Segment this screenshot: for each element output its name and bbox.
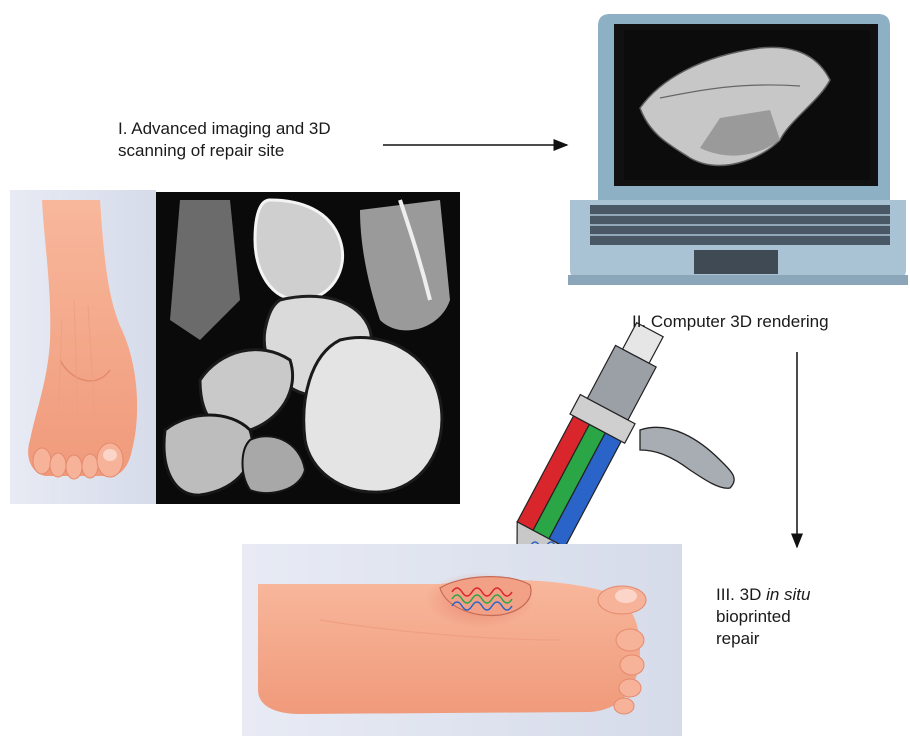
step3-italic: in situ bbox=[766, 585, 810, 604]
laptop-icon bbox=[568, 14, 908, 285]
step3-label: III. 3D in situ bioprinted repair bbox=[716, 584, 886, 650]
ankle-mri-scan bbox=[156, 192, 460, 504]
foot-side-view-illustration bbox=[242, 544, 682, 736]
step1-label: I. Advanced imaging and 3D scanning of r… bbox=[118, 118, 378, 162]
step3-line3: repair bbox=[716, 628, 886, 650]
foot-top-view-illustration bbox=[10, 190, 156, 504]
step1-line2: scanning of repair site bbox=[118, 140, 378, 162]
step3-line2: bioprinted bbox=[716, 606, 886, 628]
step1-line1: I. Advanced imaging and 3D bbox=[118, 118, 378, 140]
step3-line1: III. 3D in situ bbox=[716, 584, 886, 606]
step3-prefix: III. 3D bbox=[716, 585, 766, 604]
step2-label: II. Computer 3D rendering bbox=[632, 311, 902, 333]
